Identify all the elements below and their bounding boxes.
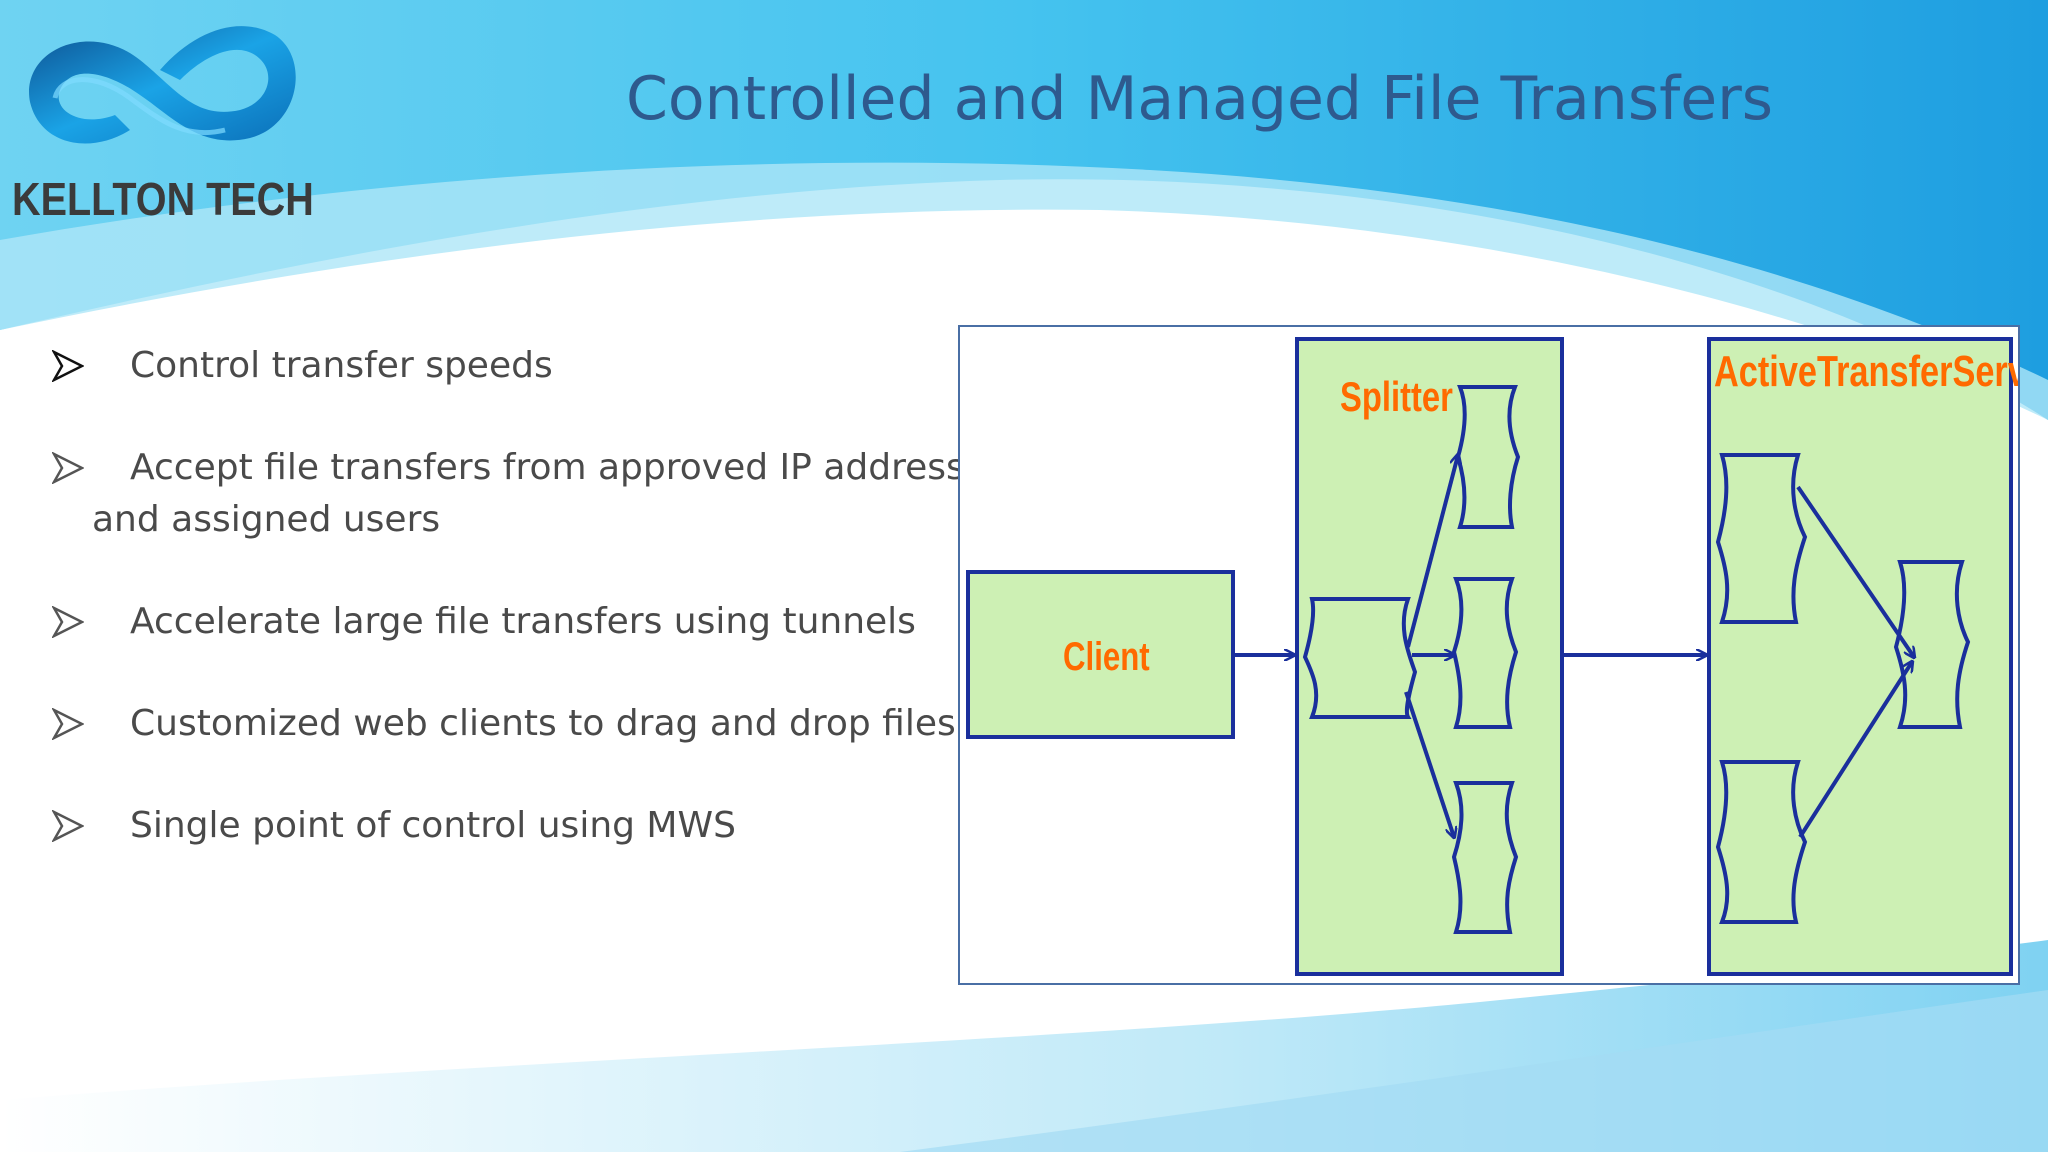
splitter-output-shape-2 [1451, 577, 1519, 729]
arrow-bullet-icon [52, 452, 84, 484]
arrow-merge-2 [1798, 662, 1912, 839]
server-input-shape-1 [1715, 453, 1808, 624]
infinity-logo-icon [29, 26, 296, 144]
arrow-split-3 [1404, 691, 1454, 837]
bullet-text: Accelerate large file transfers using tu… [130, 601, 916, 642]
bullet-text-continued: and assigned users [92, 499, 441, 540]
splitter-label: Splitter [1340, 373, 1453, 420]
server-label: ActiveTransferServer [1714, 347, 2018, 396]
logo-text: KELLTON TECH [12, 173, 314, 225]
kellton-logo [10, 10, 310, 230]
arrow-split-1 [1406, 455, 1458, 648]
client-label: Client [1063, 635, 1150, 679]
arrow-merge-1 [1796, 485, 1914, 657]
transfer-diagram: Client Splitter ActiveTransferServer [958, 325, 2020, 985]
bullet-text: Single point of control using MWS [130, 805, 736, 846]
bullet-item: Customized web clients to drag and drop … [52, 698, 972, 750]
bullet-item: Accelerate large file transfers using tu… [52, 596, 972, 648]
splitter-output-shape-1 [1455, 385, 1521, 529]
slide-title: Controlled and Managed File Transfers [626, 64, 1774, 134]
bullet-item: Control transfer speeds [52, 340, 972, 392]
server-input-shape-2 [1715, 760, 1808, 924]
bullet-item: Single point of control using MWS [52, 800, 972, 852]
splitter-input-shape [1302, 597, 1418, 719]
splitter-output-shape-3 [1451, 781, 1519, 934]
bullet-text: Control transfer speeds [130, 345, 553, 386]
arrow-bullet-icon [52, 708, 84, 740]
arrow-bullet-icon [52, 350, 84, 382]
arrow-bullet-icon [52, 606, 84, 638]
bullet-text: Customized web clients to drag and drop … [130, 703, 956, 744]
server-output-shape [1893, 560, 1971, 729]
client-node [966, 570, 1235, 739]
bullet-item: Accept file transfers from approved IP a… [52, 442, 1006, 546]
bullet-text: Accept file transfers from approved IP a… [130, 447, 1006, 488]
arrow-bullet-icon [52, 810, 84, 842]
bullet-list: Control transfer speeds Accept file tran… [52, 340, 1006, 902]
